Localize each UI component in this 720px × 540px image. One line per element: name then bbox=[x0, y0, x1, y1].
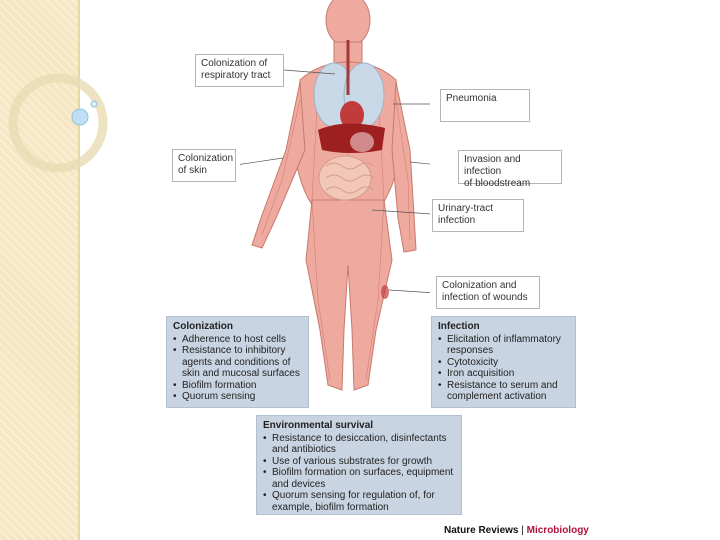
label-skin: Colonization of skin bbox=[172, 149, 236, 182]
panel-environmental-title: Environmental survival bbox=[263, 420, 374, 431]
human-body-figure bbox=[240, 0, 430, 391]
label-wounds: Colonization and infection of wounds bbox=[436, 276, 540, 309]
panel-colonization-title: Colonization bbox=[173, 321, 233, 332]
credit-separator: | bbox=[518, 525, 527, 536]
list-item: Use of various substrates for growth bbox=[263, 456, 455, 468]
label-pneumonia: Pneumonia bbox=[440, 89, 530, 122]
slide-sidebar bbox=[0, 0, 80, 540]
list-item: Quorum sensing bbox=[173, 391, 302, 403]
source-credit: Nature Reviews | Microbiology bbox=[444, 525, 589, 536]
list-item: Iron acquisition bbox=[438, 368, 569, 380]
credit-journal: Microbiology bbox=[526, 525, 589, 536]
panel-colonization: Colonization Adherence to host cells Res… bbox=[166, 316, 309, 408]
label-respiratory-tract: Colonization of respiratory tract bbox=[195, 54, 284, 87]
list-item: Resistance to serum and complement activ… bbox=[438, 380, 569, 403]
list-item: Cytotoxicity bbox=[438, 357, 569, 369]
panel-environmental-survival: Environmental survival Resistance to des… bbox=[256, 415, 462, 515]
panel-infection: Infection Elicitation of inflammatory re… bbox=[431, 316, 576, 408]
list-item: Biofilm formation bbox=[173, 380, 302, 392]
credit-publisher: Nature Reviews bbox=[444, 525, 519, 536]
list-item: Resistance to desiccation, disinfectants… bbox=[263, 433, 455, 456]
label-bloodstream: Invasion and infection of bloodstream bbox=[458, 150, 562, 189]
label-urinary-tract: Urinary-tract infection bbox=[432, 199, 524, 232]
list-item: Quorum sensing for regulation of, for ex… bbox=[263, 490, 455, 513]
list-item: Adherence to host cells bbox=[173, 334, 302, 346]
list-item: Elicitation of inflammatory responses bbox=[438, 334, 569, 357]
panel-infection-title: Infection bbox=[438, 321, 480, 332]
list-item: Biofilm formation on surfaces, equipment… bbox=[263, 467, 455, 490]
list-item: Resistance to inhibitory agents and cond… bbox=[173, 345, 302, 380]
